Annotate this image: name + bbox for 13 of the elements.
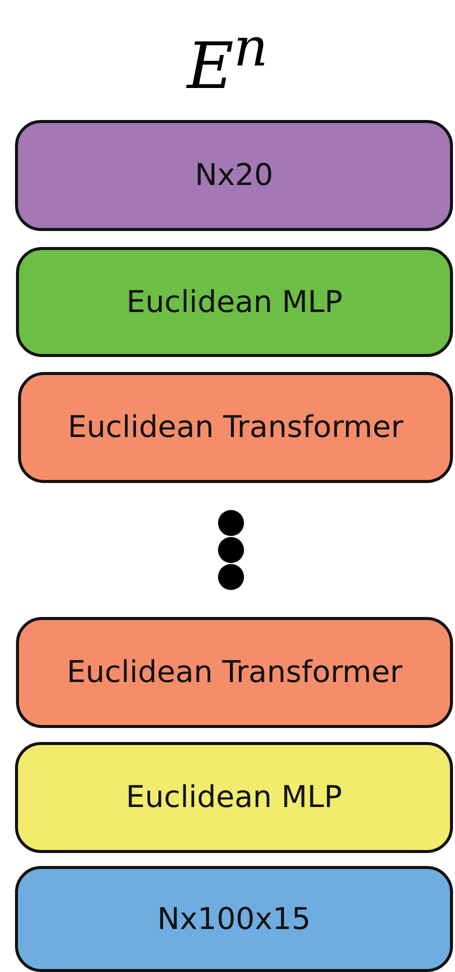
layer-label: Nx100x15 <box>157 902 311 936</box>
layer-label: Euclidean MLP <box>126 284 343 320</box>
layer-box <box>16 617 453 728</box>
layer-label: Euclidean Transformer <box>68 410 404 445</box>
layer-box <box>15 742 453 853</box>
layer-box <box>15 866 453 972</box>
layer-box <box>18 372 453 483</box>
layer-label: Euclidean MLP <box>126 780 342 815</box>
layer-box <box>15 120 453 231</box>
layer-label: Nx20 <box>194 158 274 193</box>
layer-box <box>16 247 453 357</box>
title: E$^{n}$ <box>186 30 268 104</box>
layer-label: Euclidean Transformer <box>66 655 402 690</box>
